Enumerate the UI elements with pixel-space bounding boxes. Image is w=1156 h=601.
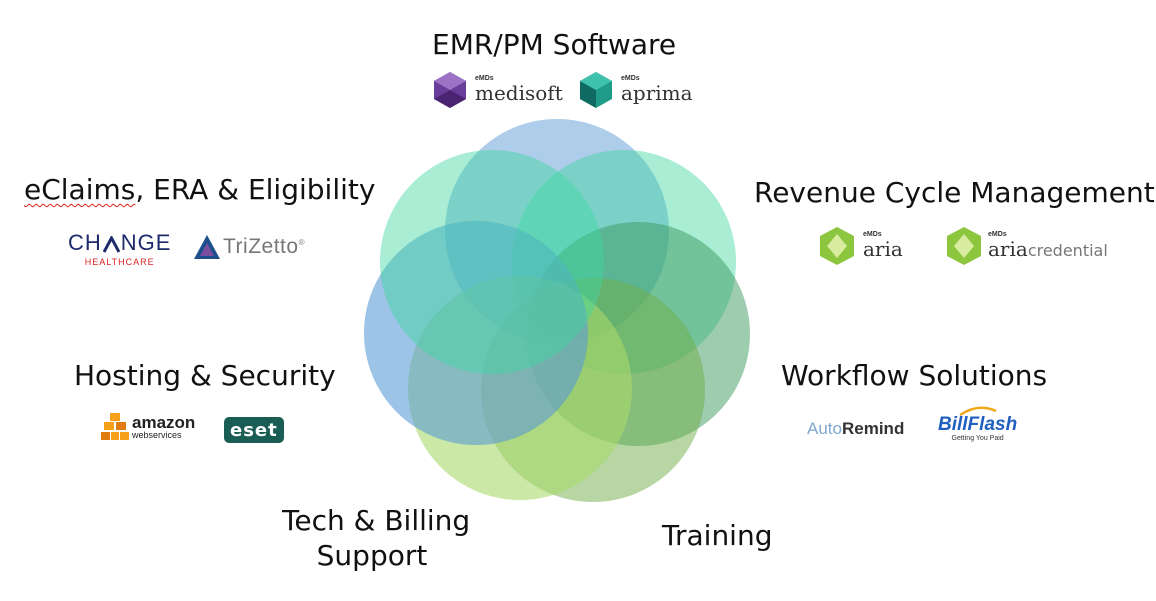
aprima-brand: eMDs <box>621 75 640 82</box>
autoremind-auto: Auto <box>807 419 842 438</box>
ariacredential-name-a: aria <box>988 237 1028 261</box>
eset-badge: eset <box>224 417 284 443</box>
aprima-name: aprima <box>621 81 693 105</box>
medisoft-brand: eMDs <box>475 75 494 82</box>
change-text-healthcare: HEALTHCARE <box>84 257 155 267</box>
aws-webservices-text: webservices <box>132 430 182 440</box>
emr-heading: EMR/PM Software <box>432 28 677 61</box>
aws-logo: amazon webservices <box>101 412 195 442</box>
ariacredential-name-b: credential <box>1027 241 1108 260</box>
tech-heading-line1: Tech & Billing <box>282 504 471 537</box>
aprima-hex-icon <box>580 72 612 108</box>
ariacredential-logo: eMDs ariacredential <box>946 226 1108 266</box>
ariacredential-brand: eMDs <box>988 231 1007 238</box>
workflow-heading: Workflow Solutions <box>781 359 1048 392</box>
eset-name: eset <box>230 419 278 441</box>
change-a-chevron-icon <box>102 236 120 253</box>
change-healthcare-logo: CH NGE HEALTHCARE <box>68 230 172 268</box>
trizetto-logo: TriZetto ® <box>193 234 304 260</box>
rcm-heading: Revenue Cycle Management <box>754 176 1155 209</box>
medisoft-logo: eMDs medisoft <box>433 71 563 109</box>
billflash-tagline: Getting You Paid <box>951 435 1004 442</box>
aprima-logo: eMDs aprima <box>579 71 693 109</box>
aws-boxes-icon <box>101 413 129 440</box>
aria-logo: eMDs aria <box>819 226 903 266</box>
circle-upper-left <box>380 150 604 374</box>
tech-heading-line2: Support <box>316 539 428 572</box>
medisoft-name: medisoft <box>475 81 563 105</box>
billflash-name: BillFlash <box>938 414 1018 435</box>
trizetto-name: TriZetto <box>223 235 299 258</box>
ariacredential-hex-icon <box>947 227 981 265</box>
hosting-heading: Hosting & Security <box>74 359 336 392</box>
billflash-swoosh-icon <box>958 406 997 417</box>
aria-name: aria <box>863 237 903 261</box>
change-text-a: CH <box>68 230 102 255</box>
training-heading: Training <box>662 519 773 552</box>
change-text-b: NGE <box>120 230 172 255</box>
eclaims-heading: eClaims, ERA & Eligibility <box>24 173 375 206</box>
ariacredential-name: ariacredential <box>988 237 1108 261</box>
circle-left <box>364 221 588 445</box>
aria-hex-icon <box>820 227 854 265</box>
eclaims-word: eClaims <box>24 173 136 206</box>
medisoft-hex-icon <box>434 72 466 108</box>
aria-brand: eMDs <box>863 231 882 238</box>
aws-amazon-text: amazon <box>132 413 196 432</box>
eclaims-rest: , ERA & Eligibility <box>135 173 376 206</box>
eset-logo: eset <box>224 417 284 443</box>
tech-heading: Tech & Billing Support <box>282 504 471 572</box>
trizetto-mark: ® <box>298 238 305 247</box>
trizetto-triangle-icon <box>194 235 220 259</box>
autoremind-remind: Remind <box>841 419 905 438</box>
billflash-logo: BillFlash Getting You Paid <box>938 405 1017 442</box>
